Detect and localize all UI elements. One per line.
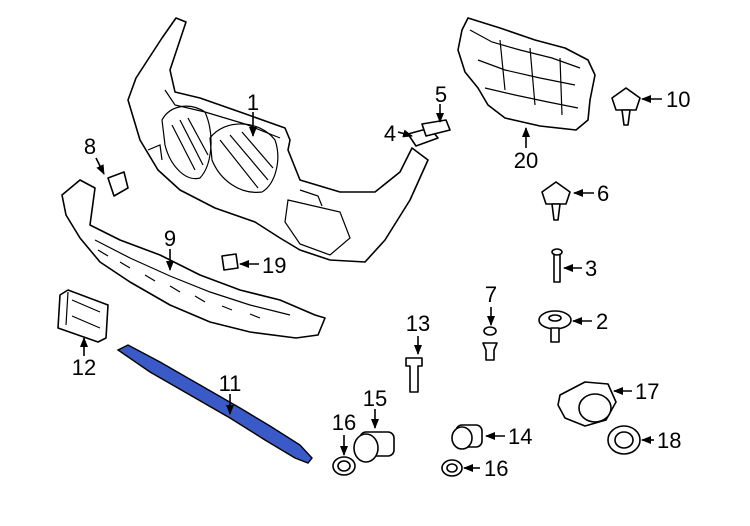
bracket-8-part [107, 171, 129, 197]
bolt-13-part [405, 357, 423, 393]
callout-11: 11 [219, 371, 242, 396]
callout-6: 6 [597, 181, 609, 206]
screw-6-part [541, 181, 571, 221]
sensor-14-part [451, 424, 483, 450]
callout-3: 3 [585, 256, 597, 281]
ring-16b-part [441, 459, 463, 477]
callout-16b: 16 [484, 456, 508, 481]
license-bracket-part [57, 289, 109, 343]
rivet-7-part [482, 326, 498, 361]
callout-17: 17 [635, 379, 659, 404]
callout-5: 5 [435, 82, 447, 107]
bracket-5-part [421, 119, 451, 137]
ring-16a-part [332, 456, 356, 476]
callout-labels: 1 5 4 20 10 6 3 2 7 8 9 19 12 11 13 15 1… [72, 82, 691, 481]
bumper-carrier-part [457, 17, 596, 131]
callout-8: 8 [84, 134, 96, 159]
lower-panel-part [61, 179, 326, 339]
screw-10-part [611, 87, 641, 126]
sensor-15-part [353, 431, 395, 463]
callout-16a: 16 [332, 410, 356, 435]
callout-7: 7 [485, 282, 497, 307]
callout-15: 15 [363, 386, 387, 411]
callout-12: 12 [72, 355, 96, 380]
callout-19: 19 [262, 253, 286, 278]
ring-18-part [607, 425, 641, 455]
callout-4: 4 [384, 121, 396, 146]
grommet-2-part [538, 310, 572, 343]
pin-3-part [551, 248, 563, 283]
callout-20: 20 [514, 148, 538, 173]
callout-9: 9 [164, 226, 176, 251]
callout-18: 18 [657, 428, 681, 453]
clip-19-part [221, 253, 239, 271]
callout-14: 14 [508, 424, 532, 449]
sensor-17-part [557, 381, 617, 427]
callout-10: 10 [666, 87, 690, 112]
bumper-cover-part [127, 17, 429, 263]
trim-strip-part [116, 344, 313, 464]
callout-13: 13 [406, 311, 430, 336]
callout-2: 2 [596, 309, 608, 334]
callout-1: 1 [247, 90, 259, 115]
leader-lines [80, 95, 662, 472]
